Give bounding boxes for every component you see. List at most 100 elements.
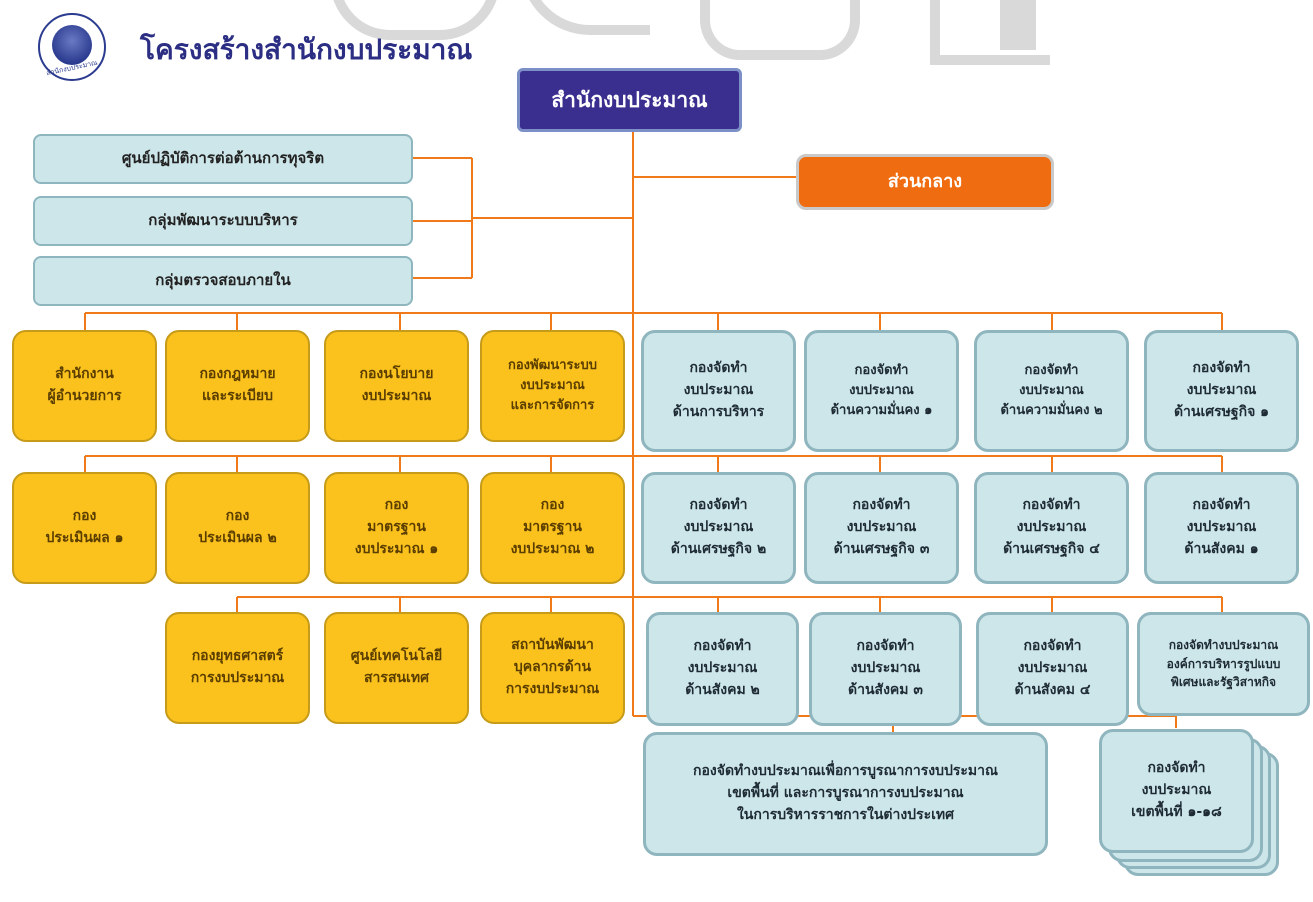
- org-unit-node: กองมาตรฐานงบประมาณ ๒: [480, 472, 625, 584]
- org-unit-node: กองยุทธศาสตร์การงบประมาณ: [165, 612, 310, 724]
- unit-label-line: กอง: [540, 497, 565, 514]
- unit-label-line: มาตรฐาน: [523, 519, 582, 536]
- org-unit-node: กองจัดทำงบประมาณด้านสังคม ๓: [809, 612, 962, 726]
- org-unit-node: กองนโยบายงบประมาณ: [324, 330, 469, 442]
- unit-label-line: พิเศษและรัฐวิสาหกิจ: [1170, 675, 1277, 690]
- unit-label-line: ประเมินผล ๒: [198, 530, 277, 546]
- regional-budget-node: กองจัดทำงบประมาณเขตพื้นที่ ๑-๑๘: [1099, 729, 1254, 853]
- unit-label-line: กองจัดทำ: [852, 497, 911, 514]
- unit-label-line: มาตรฐาน: [367, 519, 426, 536]
- unit-label-line: และการจัดการ: [510, 398, 595, 414]
- unit-label-line: กองจัดทำ: [689, 497, 748, 514]
- watermark-shape: [930, 0, 1050, 65]
- unit-label-line: งบประมาณ ๒: [510, 540, 595, 557]
- org-unit-node: กองพัฒนาระบบงบประมาณและการจัดการ: [480, 330, 625, 442]
- org-unit-node: กองจัดทำงบประมาณด้านเศรษฐกิจ ๔: [974, 472, 1129, 584]
- org-unit-node: กองประเมินผล ๒: [165, 472, 310, 584]
- unit-label-line: การงบประมาณ: [505, 680, 600, 697]
- unit-label-line: กองจัดทำ: [689, 360, 748, 377]
- unit-label-line: กองจัดทำ: [1024, 362, 1079, 378]
- unit-label-line: ด้านเศรษฐกิจ ๔: [1003, 540, 1100, 557]
- unit-label-line: ศูนย์เทคโนโลยี: [350, 648, 443, 665]
- org-unit-node: กองมาตรฐานงบประมาณ ๑: [324, 472, 469, 584]
- unit-label-line: งบประมาณ: [683, 519, 754, 536]
- side-unit-node: ศูนย์ปฏิบัติการต่อต้านการทุจริต: [33, 134, 413, 184]
- unit-label-line: งบประมาณ: [687, 660, 758, 677]
- org-unit-node: กองจัดทำงบประมาณด้านเศรษฐกิจ ๑: [1144, 330, 1299, 452]
- unit-label-line: งบประมาณ: [1016, 519, 1087, 536]
- org-unit-node: กองจัดทำงบประมาณด้านเศรษฐกิจ ๒: [641, 472, 796, 584]
- unit-label-line: กองจัดทำ: [856, 638, 915, 655]
- unit-label-line: กองกฎหมาย: [199, 366, 276, 383]
- unit-label-line: ด้านเศรษฐกิจ ๒: [670, 540, 767, 557]
- unit-label-line: กองจัดทำงบประมาณเพื่อการบูรณาการงบประมาณ: [693, 763, 998, 780]
- org-unit-node: กองจัดทำงบประมาณด้านความมั่นคง ๑: [804, 330, 959, 452]
- org-unit-node: ศูนย์เทคโนโลยีสารสนเทศ: [324, 612, 469, 724]
- org-unit-node: กองจัดทำงบประมาณองค์การบริหารรูปแบบพิเศษ…: [1137, 612, 1310, 716]
- unit-label-line: ด้านสังคม ๒: [685, 681, 760, 698]
- unit-label-line: งบประมาณ: [1017, 660, 1088, 677]
- org-unit-node: กองจัดทำงบประมาณด้านความมั่นคง ๒: [974, 330, 1129, 452]
- unit-label-line: สารสนเทศ: [364, 670, 429, 686]
- unit-label-line: สถาบันพัฒนา: [511, 637, 594, 654]
- unit-label-line: เขตพื้นที่ ๑-๑๘: [1131, 803, 1222, 820]
- unit-label-line: และระเบียบ: [202, 388, 273, 404]
- org-unit-node: กองจัดทำงบประมาณด้านสังคม ๒: [646, 612, 799, 726]
- unit-label-line: ด้านความมั่นคง ๑: [830, 403, 933, 419]
- unit-label-line: งบประมาณ: [361, 388, 432, 404]
- org-unit-node: สถาบันพัฒนาบุคลากรด้านการงบประมาณ: [480, 612, 625, 724]
- side-unit-node: กลุ่มตรวจสอบภายใน: [33, 256, 413, 306]
- unit-label-line: ด้านสังคม ๓: [848, 681, 923, 698]
- unit-label-line: กองยุทธศาสตร์: [191, 648, 284, 665]
- unit-label-line: กองจัดทำ: [1147, 760, 1206, 777]
- unit-label-line: กองจัดทำ: [1022, 497, 1081, 514]
- unit-label-line: การงบประมาณ: [190, 670, 285, 686]
- unit-label-line: กองจัดทำ: [1023, 638, 1082, 655]
- watermark-shape: [700, 0, 860, 60]
- org-unit-node: กองจัดทำงบประมาณด้านเศรษฐกิจ ๓: [804, 472, 959, 584]
- unit-label-line: ด้านความมั่นคง ๒: [1000, 403, 1103, 419]
- unit-label-line: ในการบริหารราชการในต่างประเทศ: [736, 806, 955, 823]
- center-unit-node: ส่วนกลาง: [796, 154, 1054, 210]
- unit-label-line: องค์การบริหารรูปแบบ: [1166, 656, 1281, 671]
- unit-label-line: กอง: [384, 497, 409, 514]
- unit-label-line: สำนักงาน: [55, 366, 114, 383]
- unit-label-line: กอง: [72, 508, 97, 525]
- unit-label-line: งบประมาณ ๑: [354, 540, 439, 557]
- unit-label-line: กอง: [225, 508, 250, 525]
- org-unit-node: กองจัดทำงบประมาณด้านการบริหาร: [641, 330, 796, 452]
- root-node: สำนักงบประมาณ: [517, 68, 742, 132]
- unit-label-line: กองจัดทำ: [1192, 360, 1251, 377]
- org-unit-node: กองจัดทำงบประมาณด้านสังคม ๑: [1144, 472, 1299, 584]
- unit-label-line: กองจัดทำ: [1192, 497, 1251, 514]
- unit-label-line: บุคลากรด้าน: [513, 659, 592, 676]
- unit-label-line: งบประมาณ: [1186, 382, 1257, 399]
- unit-label-line: เขตพื้นที่ และการบูรณาการงบประมาณ: [727, 785, 964, 802]
- unit-label-line: กองพัฒนาระบบ: [508, 357, 597, 373]
- unit-label-line: งบประมาณ: [1141, 782, 1212, 799]
- unit-label-line: งบประมาณ: [850, 660, 921, 677]
- unit-label-line: ด้านสังคม ๔: [1014, 681, 1091, 698]
- unit-label-line: กองจัดทำงบประมาณ: [1168, 638, 1279, 653]
- unit-label-line: งบประมาณ: [849, 382, 914, 398]
- integration-budget-node: กองจัดทำงบประมาณเพื่อการบูรณาการงบประมาณ…: [643, 732, 1048, 856]
- org-unit-node: สำนักงานผู้อำนวยการ: [12, 330, 157, 442]
- page-title: โครงสร้างสำนักงบประมาณ: [140, 33, 473, 66]
- unit-label-line: ผู้อำนวยการ: [47, 388, 122, 404]
- unit-label-line: งบประมาณ: [683, 382, 754, 399]
- unit-label-line: ด้านเศรษฐกิจ ๓: [833, 540, 930, 557]
- unit-label-line: งบประมาณ: [846, 519, 917, 536]
- unit-label-line: ประเมินผล ๑: [45, 530, 124, 546]
- unit-label-line: งบประมาณ: [1186, 519, 1257, 536]
- unit-label-line: กองจัดทำ: [854, 362, 909, 378]
- org-unit-node: กองกฎหมายและระเบียบ: [165, 330, 310, 442]
- unit-label-line: ด้านการบริหาร: [672, 403, 765, 420]
- unit-label-line: ด้านเศรษฐกิจ ๑: [1173, 403, 1270, 420]
- unit-label-line: งบประมาณ: [520, 377, 585, 393]
- unit-label-line: กองจัดทำ: [693, 638, 752, 655]
- unit-label-line: งบประมาณ: [1019, 382, 1084, 398]
- org-unit-node: กองจัดทำงบประมาณด้านสังคม ๔: [976, 612, 1129, 726]
- unit-label-line: ด้านสังคม ๑: [1184, 540, 1259, 557]
- unit-label-line: กองนโยบาย: [359, 366, 434, 383]
